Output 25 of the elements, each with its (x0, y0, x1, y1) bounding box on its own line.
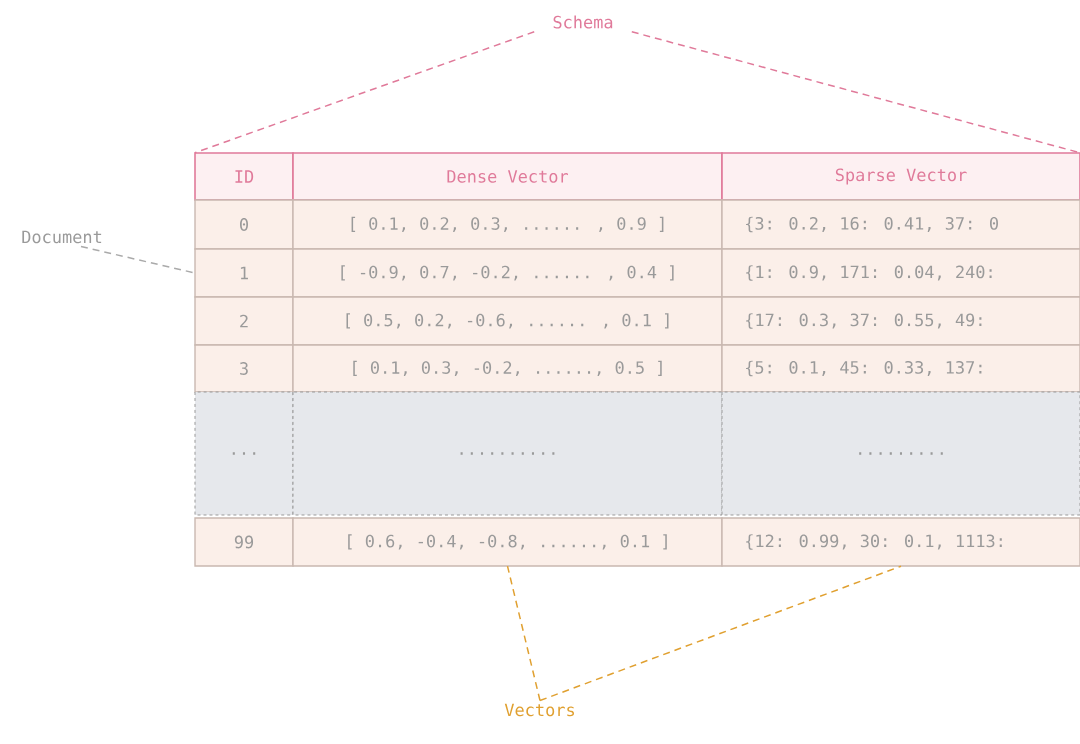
table-cell: {3: 0.2, 16: 0.41, 37: 0 (721, 199, 1080, 250)
table-cell: {5: 0.1, 45: 0.33, 137: (721, 344, 1080, 393)
document-label: Document (22, 230, 102, 244)
table-cell: {1: 0.9, 171: 0.04, 240: (721, 248, 1080, 298)
placeholder-cell: ......... (721, 391, 1080, 516)
leader-line (194, 31, 535, 154)
vectors-label: Vectors (504, 703, 574, 717)
leader-line (80, 245, 196, 274)
table-cell: 99 (194, 517, 294, 567)
node-label: {3: 0.2, 16: 0.41, 37: 0 (746, 216, 998, 233)
leader-line (539, 565, 902, 702)
table-cell: {17: 0.3, 37: 0.55, 49: (721, 296, 1080, 346)
table-cell: 1 (194, 248, 294, 298)
leader-line (631, 31, 1080, 154)
table-cell: 0 (194, 199, 294, 250)
header-cell: Sparse Vector (721, 152, 1080, 201)
table-cell: {12: 0.99, 30: 0.1, 1113: (721, 517, 1080, 567)
table-cell: 2 (194, 296, 294, 346)
schema-label: Schema (553, 15, 613, 29)
leader-line (506, 565, 541, 702)
placeholder-cell: ... (194, 391, 294, 516)
table-cell: 3 (194, 344, 294, 393)
node-label: {1: 0.9, 171: 0.04, 240: (746, 265, 992, 281)
header-cell: ID (194, 152, 294, 201)
node-label: {17: 0.3, 37: 0.55, 49: (746, 313, 982, 329)
